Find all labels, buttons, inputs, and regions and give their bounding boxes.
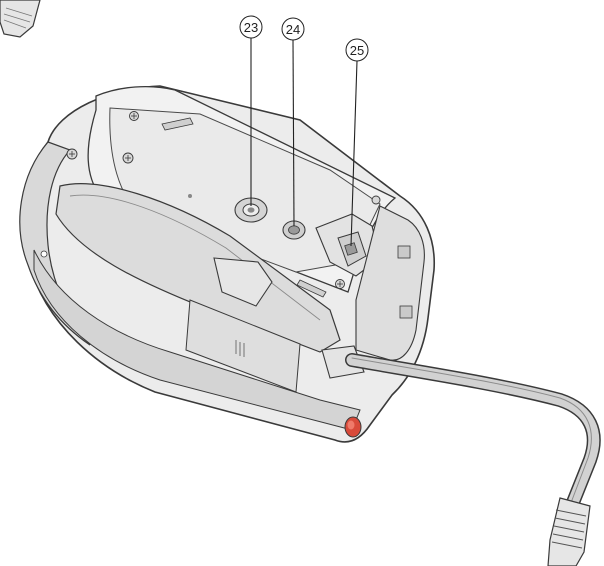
callout-23-label: 23	[244, 20, 258, 35]
tripod-mount-socket	[234, 197, 268, 223]
camcorder-body	[19, 85, 436, 443]
callout-25: 25	[345, 38, 369, 62]
record-button	[344, 416, 362, 438]
top-left-plug	[0, 0, 41, 38]
leader-lines	[250, 38, 358, 247]
callout-24: 24	[281, 17, 305, 41]
callout-23: 23	[239, 15, 263, 39]
callout-24-label: 24	[286, 22, 300, 37]
callout-25-label: 25	[350, 43, 364, 58]
stud-hole	[282, 220, 306, 240]
bottom-right-plug	[547, 497, 591, 566]
cable	[345, 353, 601, 517]
